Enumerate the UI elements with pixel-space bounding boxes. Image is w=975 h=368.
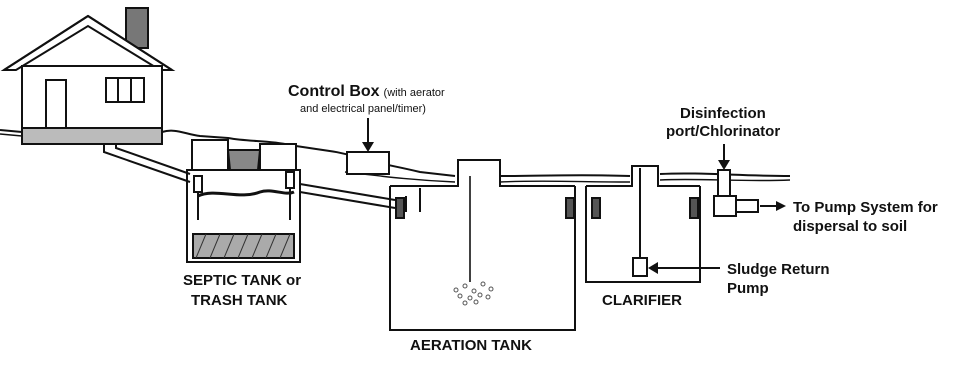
house-window — [105, 77, 145, 103]
chlorinator[interactable] — [713, 169, 759, 217]
house-door — [45, 79, 67, 129]
dispersal-label: dispersal to soil — [793, 218, 907, 235]
trash-tank-label: TRASH TANK — [191, 292, 288, 309]
pump-system-label: To Pump System for — [793, 199, 938, 216]
control-box-title: Control Box(with aerator — [288, 83, 445, 100]
chlorinator-label: port/Chlorinator — [666, 123, 780, 140]
sludge-return-pump[interactable] — [632, 257, 648, 277]
control-box[interactable] — [346, 151, 390, 175]
sludge-arrowhead — [648, 262, 658, 274]
house-inlet-pipe — [103, 144, 191, 183]
sludge-return-label: Sludge Return — [727, 261, 830, 278]
aeration-bubbles — [453, 281, 494, 306]
disinfection-label: Disinfection — [680, 105, 766, 122]
sludge-pump-label: Pump — [727, 280, 769, 297]
control-box-note: and electrical panel/timer) — [300, 103, 426, 115]
ground-line-lower — [0, 133, 791, 183]
aeration-tank — [389, 159, 576, 331]
clarifier-tank — [585, 165, 701, 283]
disinfection-arrowhead — [718, 160, 730, 170]
septic-tank-label: SEPTIC TANK or — [183, 272, 301, 289]
clarifier-label: CLARIFIER — [602, 292, 682, 309]
house-foundation — [21, 127, 163, 145]
house — [0, 7, 176, 145]
control-box-arrowhead — [362, 142, 374, 152]
aeration-tank-label: AERATION TANK — [410, 337, 532, 354]
septic-tank — [186, 139, 301, 263]
septic-to-aeration-pipe — [299, 183, 396, 209]
pump-system-arrowhead — [776, 201, 786, 211]
